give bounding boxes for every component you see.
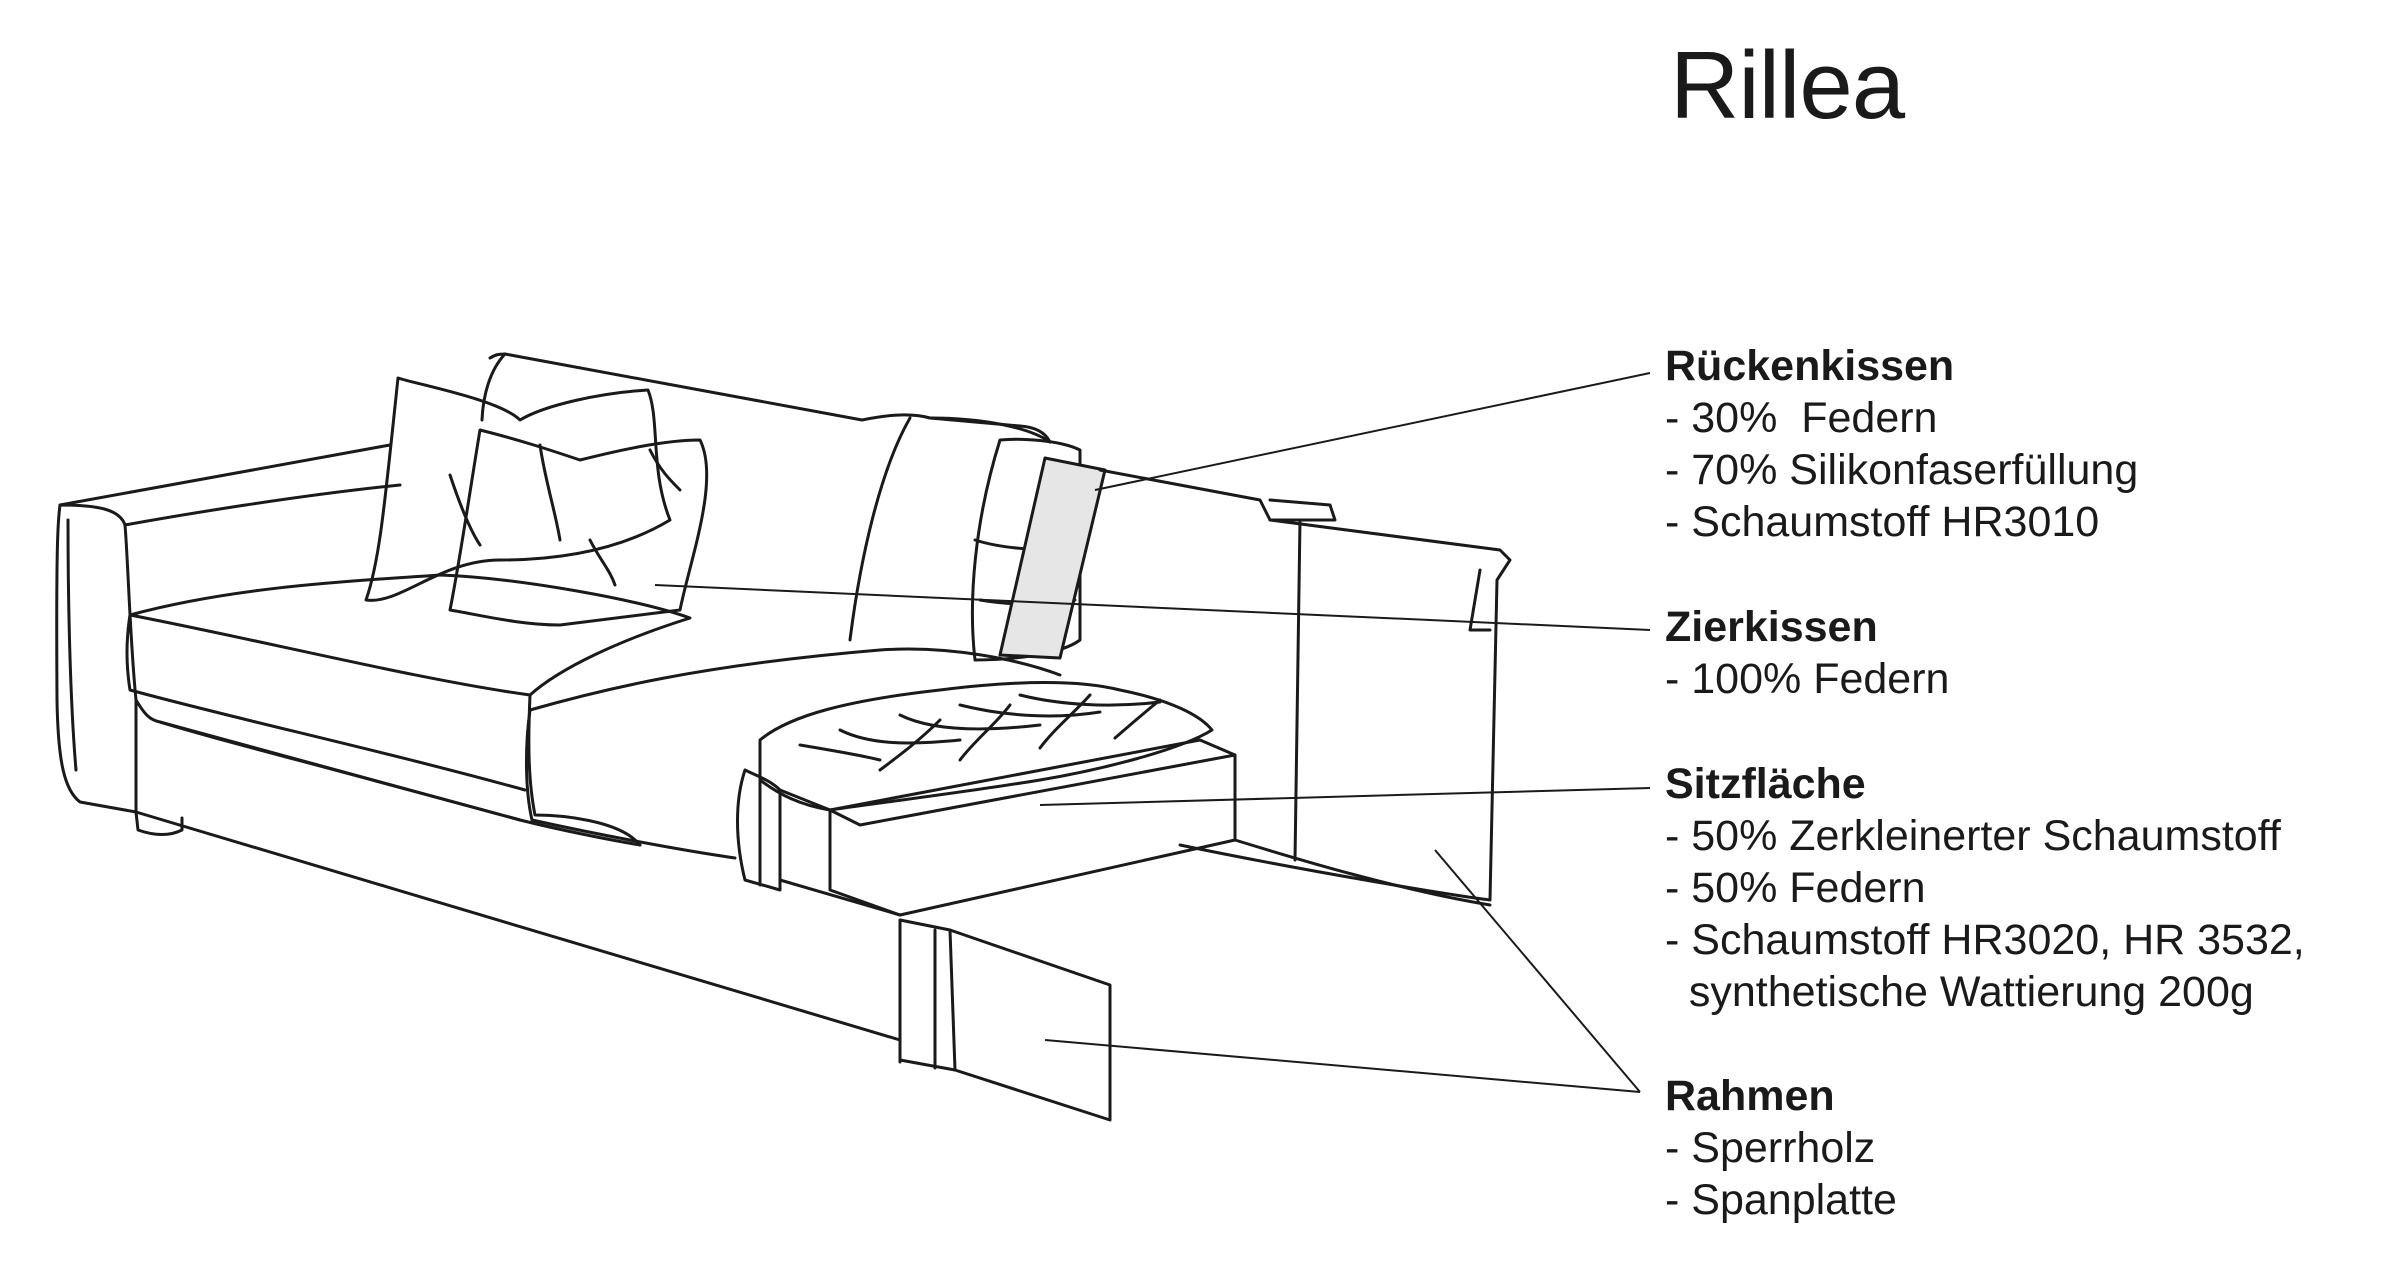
spec-item: - Sperrholz <box>1665 1124 1876 1172</box>
backrest-outline <box>488 352 1052 444</box>
seat-cushion-left <box>128 573 692 697</box>
leader-frame-back <box>1434 849 1641 1093</box>
leader-seat <box>1039 787 1651 806</box>
back-cushion-cutaway <box>970 437 1082 662</box>
spec-item: - 50% Federn <box>1665 864 1926 912</box>
back-cushion-middle <box>848 416 912 642</box>
armrest-left <box>55 503 138 814</box>
back-cushion-insert <box>998 456 1107 660</box>
backrest-back-edge <box>480 352 507 422</box>
section-frame: Rahmen - Sperrholz - Spanplatte <box>1665 1070 1897 1226</box>
seat-cutaway-quilted <box>758 681 1214 812</box>
section-back-cushion: Rückenkissen - 30% Federn - 70% Silikonf… <box>1665 340 2138 548</box>
section-seat: Sitzfläche - 50% Zerkleinerter Schaumsto… <box>1665 758 2305 1018</box>
decorative-pillow-left <box>364 376 672 602</box>
leader-back-cushion <box>1094 372 1651 491</box>
seat-cushion-right <box>528 647 1062 712</box>
spec-item: - Spanplatte <box>1665 1176 1897 1224</box>
seat-foam-block <box>778 738 1237 917</box>
section-decorative-pillow: Zierkissen - 100% Federn <box>1665 601 1949 705</box>
front-frame-board <box>898 918 1112 1122</box>
spec-item: - 100% Federn <box>1665 655 1950 703</box>
decorative-pillow-right <box>448 428 709 627</box>
spec-item: - 50% Zerkleinerter Schaumstoff <box>1665 812 2281 860</box>
leader-frame-front <box>1044 1039 1641 1093</box>
spec-item: - Schaumstoff HR3010 <box>1665 498 2100 546</box>
diagram-title: Rillea <box>1670 32 1905 139</box>
spec-item: - Schaumstoff HR3020, HR 3532, <box>1665 916 2305 964</box>
spec-item: synthetische Wattierung 200g <box>1665 968 2254 1016</box>
sofa-base <box>134 698 522 822</box>
leader-decorative-pillow <box>654 584 1651 631</box>
section-heading: Rückenkissen <box>1665 342 1955 390</box>
section-heading: Zierkissen <box>1665 603 1878 651</box>
spec-item: - 30% Federn <box>1665 394 1938 442</box>
section-heading: Sitzfläche <box>1665 760 1866 808</box>
back-frame-board <box>1098 468 1512 902</box>
section-heading: Rahmen <box>1665 1072 1835 1120</box>
spec-item: - 70% Silikonfaserfüllung <box>1665 446 2139 494</box>
